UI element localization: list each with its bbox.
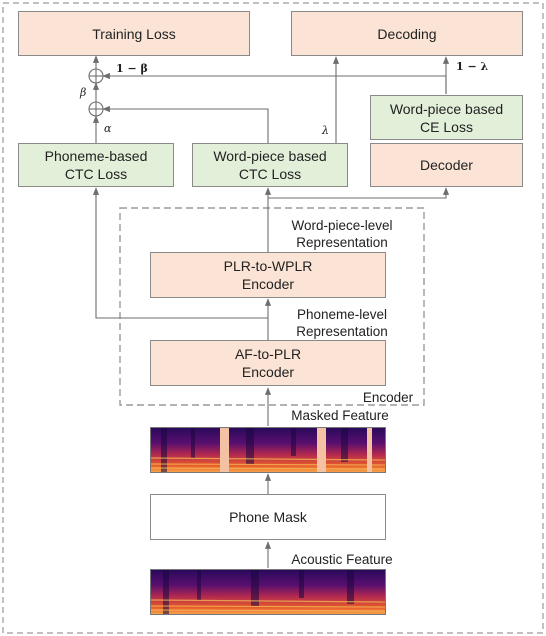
phoneme-ctc-loss-box: Phoneme-based CTC Loss <box>18 143 174 187</box>
sum-node-upper <box>88 68 104 84</box>
beta-symbol: β <box>80 86 87 99</box>
acoustic-feature-spectrogram <box>150 569 386 615</box>
encoder-label: Encoder <box>362 390 414 405</box>
sum-node-lower <box>88 101 104 117</box>
decoder-box: Decoder <box>370 143 523 187</box>
decoding-box: Decoding <box>291 11 523 56</box>
masked-spectrogram-image <box>150 428 386 472</box>
one-minus-beta-symbol: 1 − β <box>116 62 148 75</box>
word-piece-level-representation-label: Word-piece-level Representation <box>291 218 393 250</box>
acoustic-spectrogram-image <box>150 570 386 614</box>
alpha-symbol: α <box>104 122 112 135</box>
word-piece-ctc-loss-box: Word-piece based CTC Loss <box>192 143 348 187</box>
acoustic-feature-label: Acoustic Feature <box>291 552 393 567</box>
word-piece-ce-loss-box: Word-piece based CE Loss <box>370 95 523 140</box>
arrow-ce-to-plus <box>102 72 447 94</box>
arrow-encoder-to-decoder <box>268 187 450 199</box>
training-loss-box: Training Loss <box>18 11 250 56</box>
arrow-wp-ctc-to-plus <box>102 105 269 144</box>
phoneme-level-representation-label: Phoneme-level Representation <box>296 307 388 339</box>
arrow-plr-to-phoneme-ctc <box>92 187 268 319</box>
masked-feature-spectrogram <box>150 427 386 473</box>
lambda-symbol: λ <box>322 124 329 137</box>
masked-feature-label: Masked Feature <box>291 408 389 423</box>
encoder-group-frame <box>119 207 425 406</box>
one-minus-lambda-symbol: 1 − λ <box>456 60 489 73</box>
plr-to-wplr-encoder-box: PLR-to-WPLR Encoder <box>150 252 386 298</box>
af-to-plr-encoder-box: AF-to-PLR Encoder <box>150 340 386 386</box>
phone-mask-box: Phone Mask <box>150 494 386 540</box>
